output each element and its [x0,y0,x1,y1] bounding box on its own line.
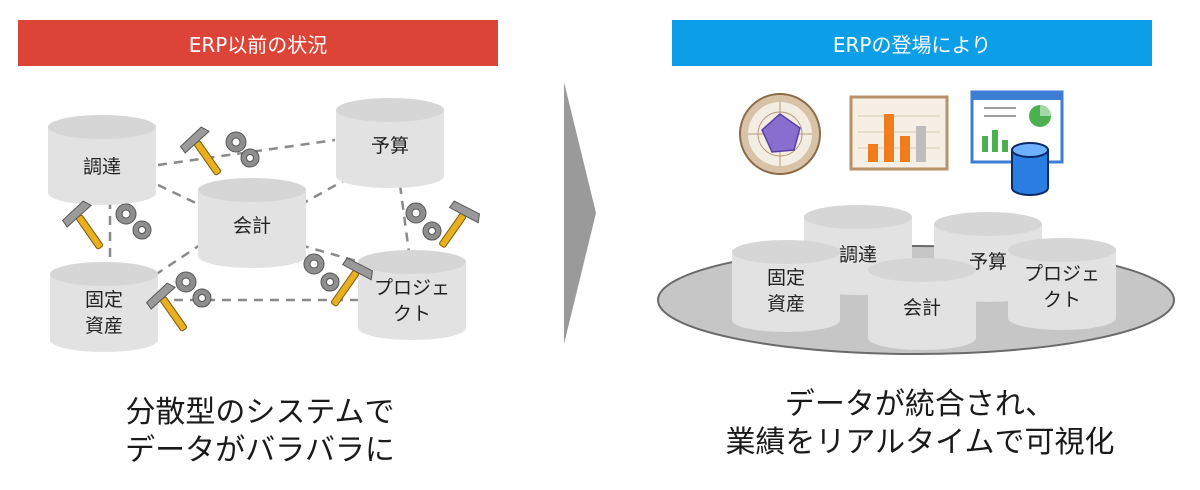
db-accounting-left: 会計 [198,178,306,268]
db-procurement-left: 調達 [48,115,156,205]
right-caption-line2: 業績をリアルタイムで可視化 [725,425,1115,460]
db-fixed-assets-left: 固定 資産 [50,262,158,352]
cylinder-shape [48,115,156,205]
db-project-right: プロジェ クト [1008,238,1116,330]
hammer-gear-icon [145,268,230,342]
cylinder-shape [198,178,306,268]
left-caption: 分散型のシステムで データがバラバラに [20,394,500,470]
hammer-gear-icon [300,242,380,326]
db-fixed-assets-right: 固定 資産 [732,240,840,332]
right-caption: データが統合され、 業績をリアルタイムで可視化 [670,386,1170,462]
node-label: 予算 [968,251,1007,273]
left-banner: ERP以前の状況 [18,20,498,66]
node-label: プロジェ クト [1023,263,1100,311]
cylinder-shape [868,258,976,350]
right-banner: ERPの登場により [672,20,1152,66]
hammer-gear-icon [61,196,166,260]
left-caption-line1: 分散型のシステムで [125,395,395,430]
node-label: 会計 [232,215,271,237]
right-banner-title: ERPの登場により [832,32,992,57]
hammer-gear-icon [402,195,482,269]
left-banner-title: ERP以前の状況 [188,32,328,57]
cylinder-shape [732,240,840,332]
node-label: 固定 資産 [766,267,805,315]
node-label: 調達 [82,156,121,178]
cylinder-shape [336,98,444,188]
db-accounting-right: 会計 [868,258,976,350]
dashboard-database-icon [970,90,1070,204]
left-caption-line2: データがバラバラに [125,433,395,468]
db-project-left: プロジェ クト [358,250,466,340]
right-caption-line1: データが統合され、 [784,387,1056,422]
cylinder-shape [1008,238,1116,330]
node-label: 予算 [370,135,409,157]
node-label: 会計 [902,297,941,319]
db-budget-left: 予算 [336,98,444,188]
hammer-gear-icon [179,122,264,186]
transition-arrow [564,82,596,344]
bar-chart-icon [849,95,949,174]
node-label: 固定 資産 [84,289,123,337]
node-label: プロジェ クト [373,277,450,325]
radar-chart-icon [738,92,822,180]
cylinder-shape [50,262,158,352]
cylinder-shape [358,250,466,340]
node-label: 調達 [838,244,877,266]
